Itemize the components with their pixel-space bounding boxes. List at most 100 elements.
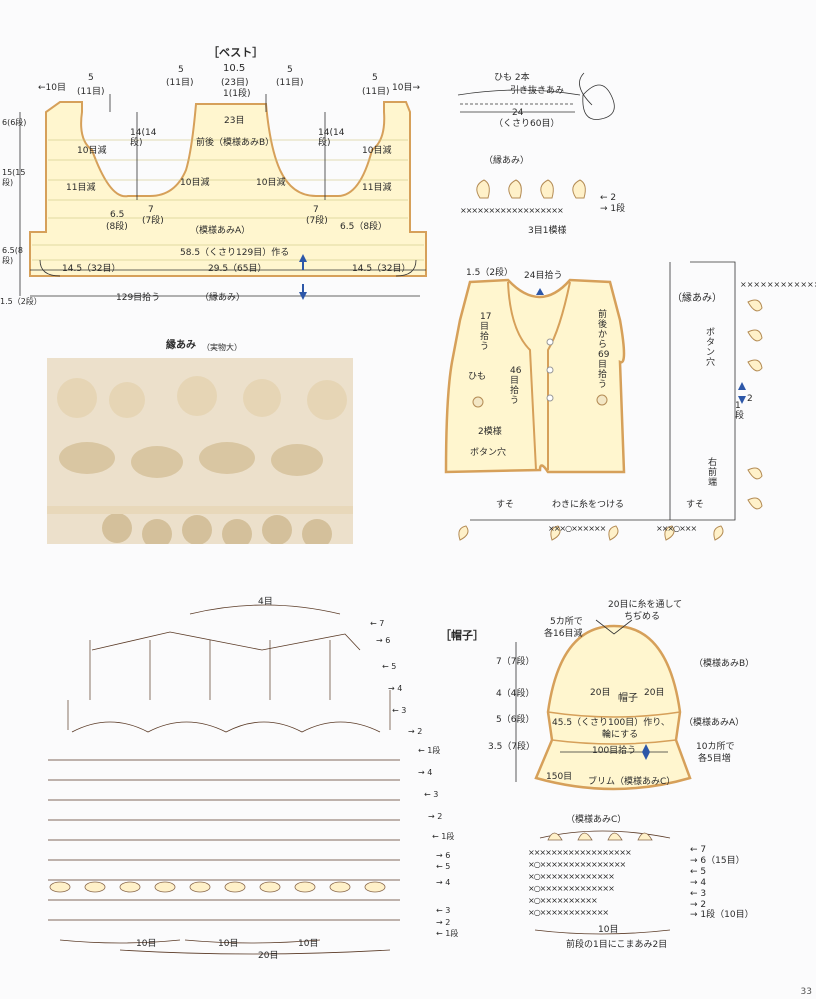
front-pickup-24: 24目拾う	[524, 271, 563, 281]
vest-center-sts: (23目)	[221, 78, 249, 88]
chart-bottom-2: 10目	[218, 939, 239, 949]
chart-bottom-3: 10目	[298, 939, 319, 949]
vest-side-6: 6(6段)	[2, 118, 27, 127]
vest-seven-left: 7	[148, 205, 154, 215]
vest-shoulder-left-sts: (11目)	[77, 87, 105, 97]
vest-seven-right: 7	[313, 205, 319, 215]
edge-diagram-stitches-2: ×××○×××	[656, 524, 697, 533]
pattern-c-r1: → 1段（10目）	[690, 910, 754, 920]
chart-row-15: ← 3	[436, 906, 451, 915]
chart-row-12: → 6	[436, 851, 451, 860]
vest-pickup: 129目拾う	[116, 293, 161, 303]
front-button-hole: ボタン穴	[470, 448, 507, 458]
hat-chain: 45.5（くさり100目）作り、	[552, 718, 670, 728]
hat-label: 帽子	[618, 693, 638, 704]
edge-diagram-hem-right: すそ	[686, 500, 705, 510]
hat-h35: 3.5（7段）	[488, 742, 536, 752]
chart-row-14: → 4	[436, 878, 451, 887]
photo-caption-sub: （実物大）	[202, 343, 242, 352]
edge-diagram-join: わきに糸をつける	[552, 500, 625, 510]
vest-w10-right: 10目→	[392, 83, 420, 93]
pattern-c-stitch-row-3: ×○×××××××××××××	[528, 872, 615, 881]
pattern-c-title: （模様あみC）	[566, 815, 627, 825]
pattern-c-r4: → 4	[690, 878, 707, 888]
pattern-c-r3: ← 3	[690, 889, 707, 899]
photo-caption-title: 縁あみ	[166, 340, 196, 351]
vest-front-view	[444, 278, 626, 474]
vest-dec11-1: 11目減	[66, 183, 96, 193]
front-69: 前後から69目拾う	[598, 310, 610, 390]
vest-center-rows: 1(1段)	[223, 89, 251, 99]
vest-neck-right-sts: (11目)	[276, 78, 304, 88]
hat-h4: 4（4段）	[496, 689, 535, 699]
chart-row-16: → 2	[436, 918, 451, 927]
vest-bind-off-23: 23目	[224, 116, 245, 126]
vest-pattern-a: （模様あみA）	[190, 226, 251, 236]
hat-top-note-1: 20目に糸を通して	[608, 600, 683, 610]
hat-pat-b: （模様あみB）	[694, 659, 755, 669]
hat-count-150: 150目	[546, 772, 573, 782]
vest-r65-left-rows: (8段)	[106, 222, 128, 232]
pattern-c-note: 前段の1目にこまあみ2目	[566, 940, 668, 950]
pattern-c-r5: ← 5	[690, 867, 707, 877]
edge-small-row2: ← 2	[600, 193, 617, 203]
edge-diagram-button-hole: ボタン穴	[706, 328, 716, 368]
pattern-c-stitch-row-2: ×○×××××××××××××××	[528, 860, 626, 869]
vest-border: 1.5（2段）	[0, 297, 42, 306]
chart-row-6: → 2	[408, 727, 423, 736]
pattern-c-stitch-row-4: ×○×××××××××××××	[528, 884, 615, 893]
edge-small-note: 3目1模様	[528, 226, 567, 236]
hat-brim: ブリム（模様あみC）	[588, 777, 676, 787]
chart-row-3: ← 5	[382, 662, 397, 671]
hat-twenty-l: 20目	[590, 688, 611, 698]
vest-title: ［ベスト］	[208, 46, 264, 59]
hat-diagram	[515, 619, 692, 791]
chart-row-10: → 2	[428, 812, 443, 821]
vest-r65-left: 6.5	[110, 210, 125, 220]
vest-arm-14-right: 14(14段)	[318, 128, 345, 148]
vest-bottom-right: 14.5（32目）	[352, 264, 411, 274]
edge-diagram-right-front: 右前端	[708, 458, 718, 488]
pattern-c-chart	[534, 830, 671, 935]
vest-shoulder-right: 5	[372, 73, 378, 83]
pattern-c-r6: → 6（15目）	[690, 856, 745, 866]
hat-inc-2: 各5目増	[698, 754, 731, 764]
vest-neck-right: 5	[287, 65, 293, 75]
vest-dec10-1: 10目減	[77, 146, 107, 156]
pattern-c-stitch-row-6: ×○××××××××××××	[528, 908, 609, 917]
stitch-chart	[48, 604, 400, 955]
vest-center: 10.5	[223, 63, 246, 74]
front-pickup-46: 46目拾う	[510, 366, 522, 406]
hat-title: ［帽子］	[440, 629, 484, 642]
edge-diagram-stitches-3: ××××××××××××	[740, 280, 816, 289]
pattern-c-ten: 10目	[598, 925, 619, 935]
chart-bottom-1: 10目	[136, 939, 157, 949]
hat-h5: 5（6段）	[496, 715, 535, 725]
vest-body-shape	[29, 101, 427, 277]
vest-bottom-center: 29.5（65目）	[208, 264, 267, 274]
vest-arm-14-left: 14(14段)	[130, 128, 157, 148]
hat-dec-note-2: 各16目減	[544, 629, 583, 639]
vest-bottom-left: 14.5（32目）	[62, 264, 121, 274]
chart-row-2: → 6	[376, 636, 391, 645]
chart-row-1: ← 7	[370, 619, 385, 628]
edge-diagram-title: （縁あみ）	[672, 293, 722, 304]
hat-twenty-r: 20目	[644, 688, 665, 698]
edge-diagram-row2: 2	[747, 394, 753, 404]
vest-neck-left: 5	[178, 65, 184, 75]
edging-small-chart	[476, 179, 586, 199]
vest-edging: （縁あみ）	[200, 293, 246, 303]
edge-diagram-row1: 1段	[735, 401, 745, 421]
edging-photo	[47, 358, 353, 554]
chart-row-8: → 4	[418, 768, 433, 777]
string-len: 24	[512, 108, 524, 118]
vest-dec10-4: 10目減	[362, 146, 392, 156]
page-number: 33	[800, 987, 812, 997]
string-chain: （くさり60目）	[494, 119, 560, 129]
string-slip: 引き抜きあみ	[510, 86, 565, 96]
front-string: ひも	[468, 372, 487, 382]
hat-inc-1: 10カ所で	[696, 742, 735, 752]
edge-small-stitches: ××××××××××××××××××	[460, 206, 564, 215]
front-two-patterns: 2模様	[478, 427, 502, 437]
